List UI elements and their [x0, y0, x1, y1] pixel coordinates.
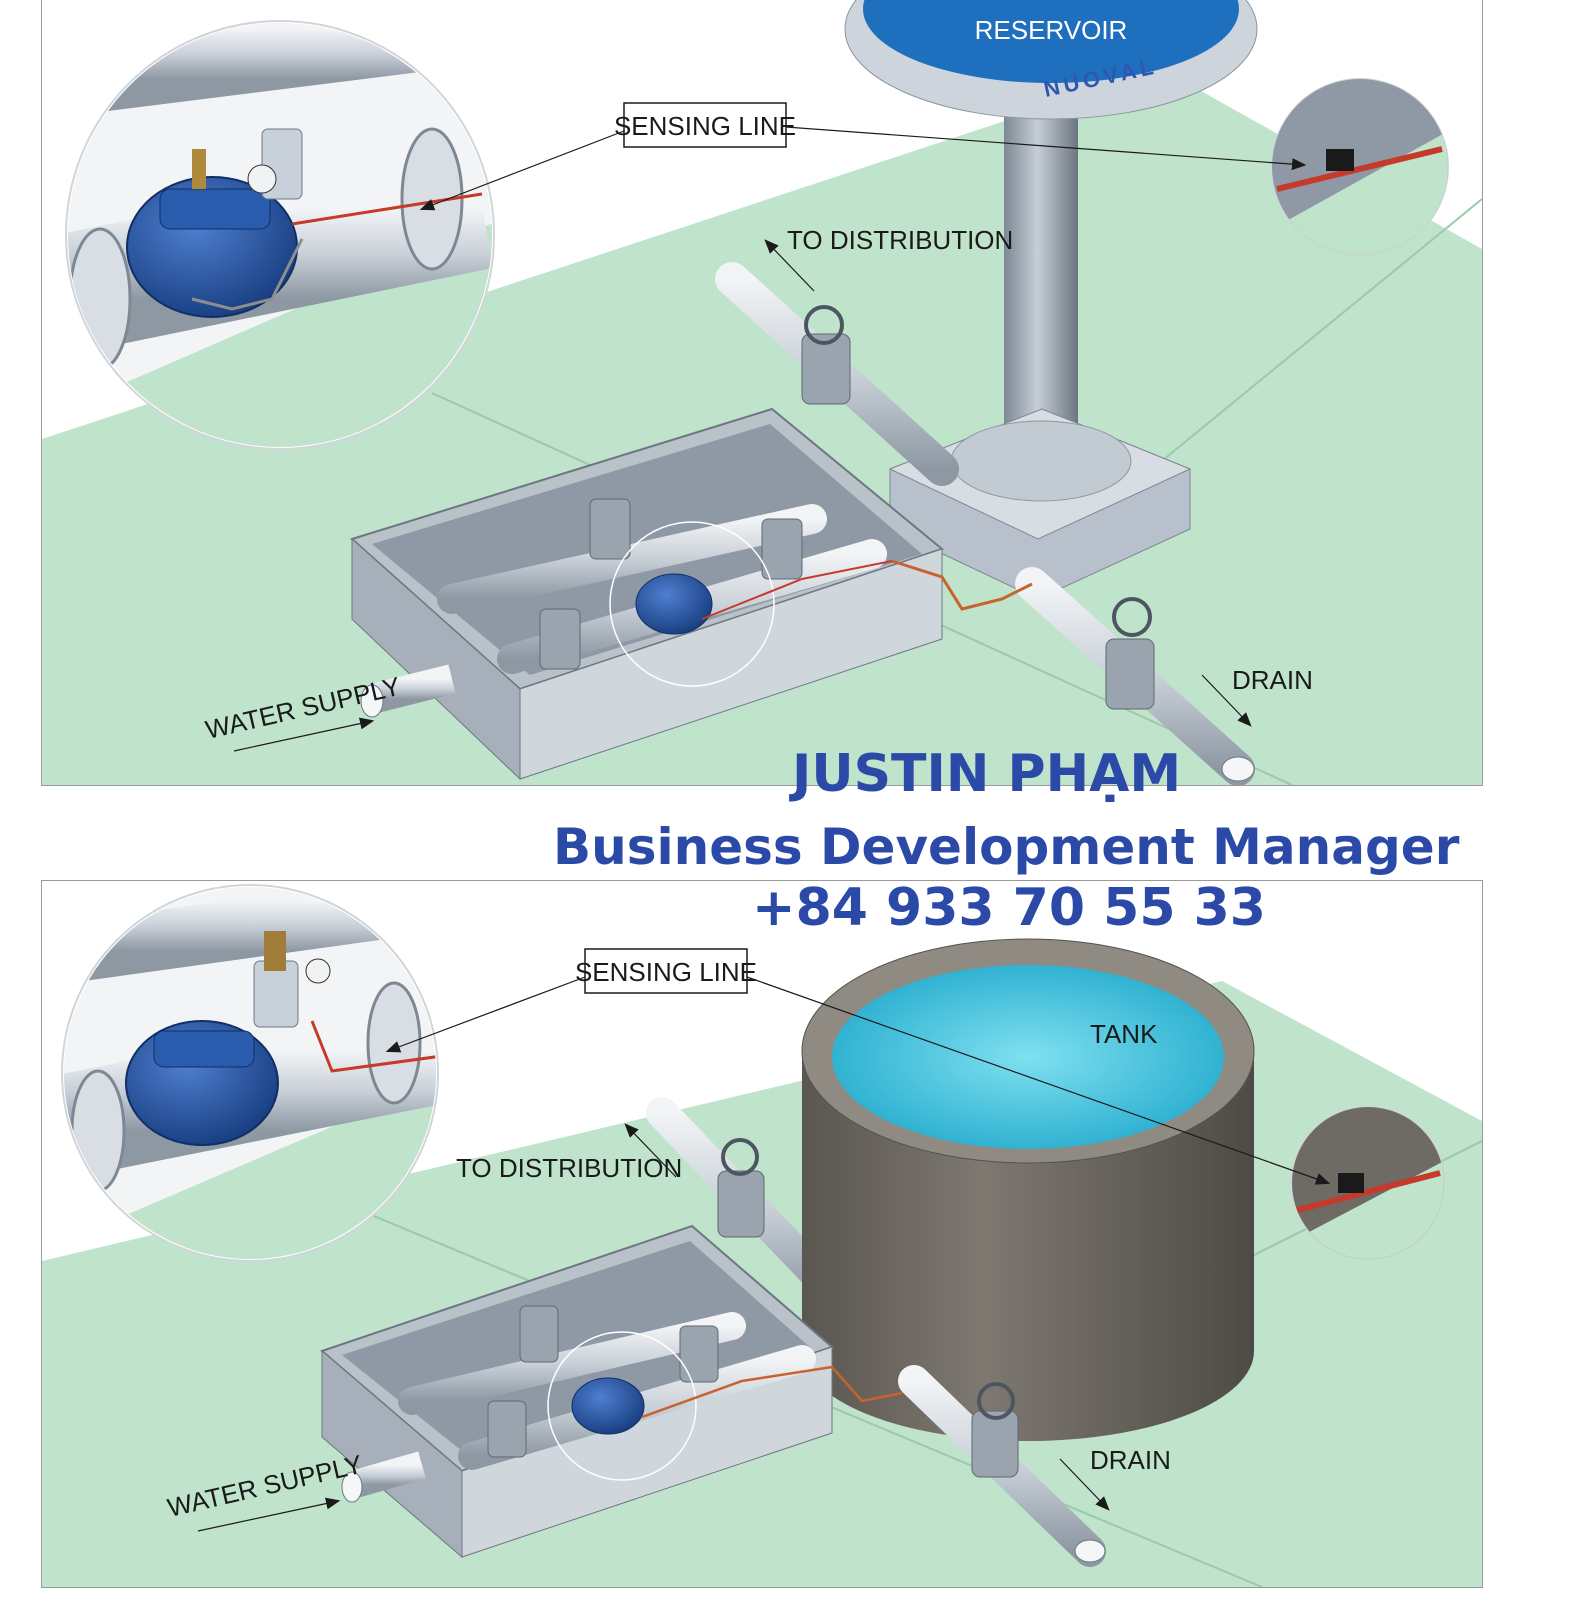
tank-water: [832, 965, 1224, 1149]
gate-valve: [679, 1325, 719, 1383]
drain-arrow: [1059, 1458, 1110, 1511]
bypass-pipe: [398, 1312, 746, 1415]
reservoir-flange: [950, 420, 1132, 502]
valve-detail-view: [61, 884, 439, 1262]
valve-handwheel: [721, 1138, 759, 1176]
contact-phone: +84 933 70 55 33: [752, 878, 1266, 938]
contact-name: JUSTIN PHẠM: [792, 744, 1182, 804]
tank-label: TANK: [1090, 1019, 1158, 1049]
gate-valve: [589, 498, 631, 560]
sensing-tube: [701, 560, 893, 620]
sensing-line-label-box: [584, 948, 748, 994]
bottom-diagram-panel: TANK: [41, 880, 1483, 1588]
reservoir-column: [1004, 99, 1078, 459]
top-diagram-svg: RESERVOIR NUOVAL: [42, 0, 1482, 785]
gate-valve: [971, 1410, 1019, 1478]
sensing-tube: [891, 559, 1033, 611]
gate-valve: [801, 333, 851, 405]
top-diagram-panel: RESERVOIR NUOVAL: [41, 0, 1483, 786]
valve-pit-front: [519, 548, 943, 780]
gate-valve: [539, 608, 581, 670]
to-distribution-label: TO DISTRIBUTION: [787, 225, 1013, 255]
drain-label: DRAIN: [1232, 665, 1313, 695]
gate-valve: [717, 1170, 765, 1238]
to-distribution-arrow: [624, 1123, 677, 1178]
sensing-line-leader: [746, 976, 1331, 1185]
drain-label: DRAIN: [1090, 1445, 1171, 1475]
inlet-pipe: [368, 664, 456, 714]
sensing-detail-view: [1291, 1106, 1445, 1260]
inlet-pipe-end: [341, 1471, 363, 1503]
inlet-pipe-end: [360, 684, 384, 718]
detail-circle-marker: [609, 521, 775, 687]
sensing-line-label-box: [623, 102, 787, 148]
valve-handwheel: [1112, 597, 1152, 637]
sensing-tube: [641, 1365, 903, 1419]
reservoir-label: RESERVOIR: [975, 15, 1128, 45]
gate-valve: [761, 518, 803, 580]
sensing-line-label: SENSING LINE: [614, 111, 796, 141]
drain-pipe-end: [1074, 1539, 1106, 1563]
valve-handwheel: [804, 305, 844, 345]
gate-valve: [519, 1305, 559, 1363]
water-supply-arrow: [197, 1497, 341, 1532]
sensing-line-leader: [385, 976, 586, 1053]
gate-valve: [487, 1400, 527, 1458]
bottom-diagram-svg: TANK: [42, 884, 1482, 1587]
sensing-line-leader: [785, 126, 1307, 171]
sensing-line-label: SENSING LINE: [575, 957, 757, 987]
drain-pipe-end: [1221, 756, 1255, 782]
control-valve: [571, 1377, 645, 1435]
drain-arrow: [1201, 674, 1252, 727]
reservoir-top: [863, 0, 1239, 83]
detail-circle-marker: [547, 1331, 697, 1481]
valve-handwheel: [977, 1382, 1015, 1420]
gate-valve: [1105, 638, 1155, 710]
bypass-pipe: [437, 504, 827, 614]
sensing-line-leader: [419, 130, 625, 211]
water-supply-arrow: [233, 717, 375, 752]
inlet-pipe: [348, 1451, 426, 1499]
control-valve: [635, 573, 713, 635]
to-distribution-arrow: [764, 239, 815, 292]
contact-title: Business Development Manager: [553, 818, 1460, 876]
to-distribution-label: TO DISTRIBUTION: [456, 1153, 682, 1183]
